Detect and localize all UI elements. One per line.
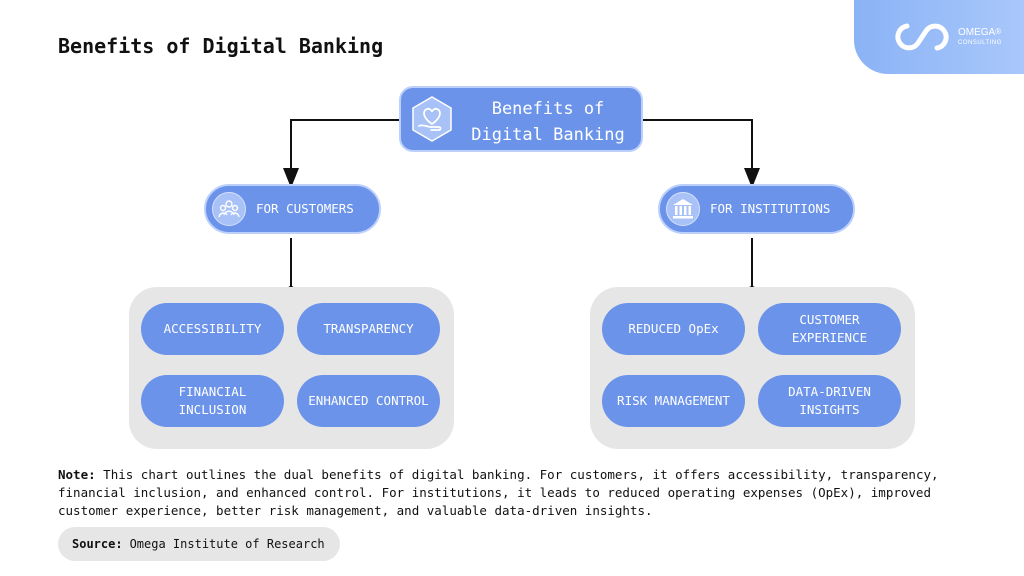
note-paragraph: Note: This chart outlines the dual benef… xyxy=(58,466,978,520)
benefit-risk-management: RISK MANAGEMENT xyxy=(602,375,745,427)
source-badge: Source: Omega Institute of Research xyxy=(58,527,340,561)
connector-root-to-institutions xyxy=(643,119,760,188)
branch-label-customers: FOR CUSTOMERS xyxy=(256,201,354,216)
benefit-transparency: TRANSPARENCY xyxy=(297,303,440,355)
bank-building-icon xyxy=(666,192,700,226)
logo-badge: OMEGA® CONSULTING xyxy=(854,0,1024,74)
infinity-logo-icon xyxy=(895,23,949,51)
benefit-data-driven-insights: DATA-DRIVEN INSIGHTS xyxy=(758,375,901,427)
institutions-benefits-panel: REDUCED OpEx CUSTOMER EXPERIENCE RISK MA… xyxy=(590,287,915,449)
benefit-reduced-opex: REDUCED OpEx xyxy=(602,303,745,355)
root-label: Benefits of Digital Banking xyxy=(471,99,625,145)
heart-in-hand-icon xyxy=(412,96,452,142)
note-text: This chart outlines the dual benefits of… xyxy=(58,467,939,518)
logo-tagline: CONSULTING xyxy=(958,40,1002,46)
benefit-financial-inclusion: FINANCIAL INCLUSION xyxy=(141,375,284,427)
source-label: Source: xyxy=(72,537,123,551)
branch-label-institutions: FOR INSTITUTIONS xyxy=(710,201,831,216)
page-title: Benefits of Digital Banking xyxy=(58,34,384,58)
connector-root-to-customers xyxy=(283,119,399,188)
branch-for-institutions: FOR INSTITUTIONS xyxy=(658,184,855,234)
logo-brand: OMEGA® xyxy=(958,27,1002,38)
note-label: Note: xyxy=(58,467,96,482)
source-text: Omega Institute of Research xyxy=(129,537,325,551)
root-node: Benefits of Digital Banking xyxy=(399,86,643,152)
benefit-accessibility: ACCESSIBILITY xyxy=(141,303,284,355)
benefit-customer-experience: CUSTOMER EXPERIENCE xyxy=(758,303,901,355)
customers-benefits-panel: ACCESSIBILITY TRANSPARENCY FINANCIAL INC… xyxy=(129,287,454,449)
people-group-icon xyxy=(212,192,246,226)
branch-for-customers: FOR CUSTOMERS xyxy=(204,184,381,234)
benefit-enhanced-control: ENHANCED CONTROL xyxy=(297,375,440,427)
